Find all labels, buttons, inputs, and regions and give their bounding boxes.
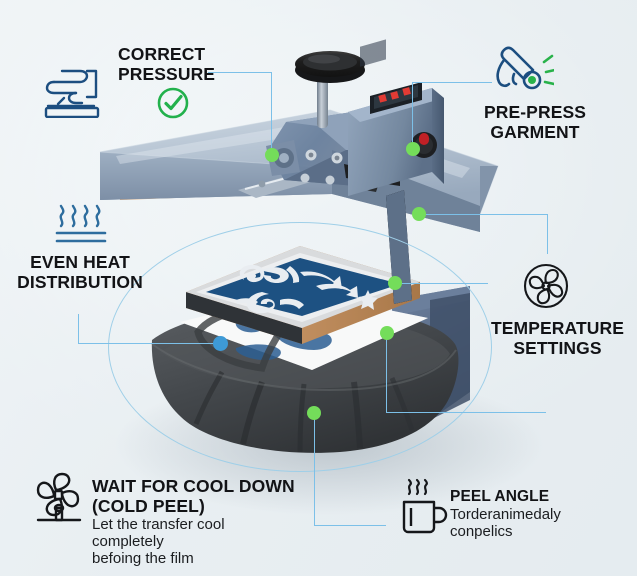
- connector-correct-pressure-v: [271, 72, 272, 154]
- connector-correct-pressure-h: [208, 72, 272, 73]
- callout-peel-angle: PEEL ANGLE Torderanimedaly conpelics: [450, 488, 630, 540]
- even-heat-title-1: EVEN HEAT: [30, 252, 130, 272]
- connector-platen-h: [386, 412, 546, 413]
- connector-pre-press-h: [412, 82, 492, 83]
- dot-peel-angle: [307, 406, 321, 420]
- callout-wait-cool-down: WAIT FOR COOL DOWN (COLD PEEL) Let the t…: [92, 476, 322, 567]
- cool-down-sub-1: Let the transfer cool: [92, 516, 225, 533]
- peel-angle-sub-1: Torderanimedaly: [450, 506, 561, 523]
- heat-waves-icon: [55, 204, 107, 243]
- cool-down-sub-3: befoing the film: [92, 550, 194, 567]
- correct-pressure-title-1: CORRECT: [118, 44, 206, 64]
- pre-press-title-2: GARMENT: [490, 122, 580, 142]
- callout-pre-press-garment: PRE-PRESS GARMENT: [460, 102, 610, 142]
- connector-pre-press-v: [412, 82, 413, 146]
- connector-upper-body-h: [420, 214, 548, 215]
- peel-angle-title: PEEL ANGLE: [450, 488, 550, 505]
- temperature-title-1: TEMPERATURE: [491, 318, 624, 338]
- correct-pressure-title-2: PRESSURE: [118, 64, 216, 84]
- pre-press-title-1: PRE-PRESS: [483, 102, 587, 122]
- callout-temperature-settings: TEMPERATURE SETTINGS: [478, 318, 637, 358]
- cool-down-sub-2: completely: [92, 533, 164, 550]
- connector-peel-angle-h: [314, 525, 386, 526]
- connector-upper-body-v: [547, 214, 548, 254]
- dot-even-heat: [213, 336, 228, 351]
- callout-even-heat: EVEN HEAT DISTRIBUTION: [0, 252, 160, 292]
- connector-peel-angle-v: [314, 418, 315, 526]
- temperature-title-2: SETTINGS: [513, 338, 602, 358]
- connector-platen-v: [386, 333, 387, 413]
- hot-mug-icon: [402, 478, 448, 534]
- check-circle-icon: [157, 87, 189, 119]
- steam-iron-icon: [496, 46, 554, 90]
- dot-correct-pressure: [265, 148, 279, 162]
- fan-circle-icon: [523, 263, 569, 309]
- connector-even-heat-v: [78, 314, 79, 344]
- cool-down-title-2: (COLD PEEL): [92, 496, 205, 516]
- hand-press-icon: [44, 69, 100, 118]
- dot-temperature: [388, 276, 402, 290]
- dot-pre-press: [406, 142, 420, 156]
- even-heat-title-2: DISTRIBUTION: [17, 272, 143, 292]
- dot-platen: [380, 326, 394, 340]
- connector-even-heat-h: [78, 343, 222, 344]
- focus-circle: [108, 222, 492, 472]
- cooling-fan-icon: [36, 472, 82, 522]
- callout-correct-pressure: CORRECT PRESSURE: [118, 44, 216, 84]
- dot-upper-body: [412, 207, 426, 221]
- connector-temperature-h: [400, 283, 488, 284]
- peel-angle-sub-2: conpelics: [450, 523, 513, 540]
- cool-down-title-1: WAIT FOR COOL DOWN: [92, 476, 295, 496]
